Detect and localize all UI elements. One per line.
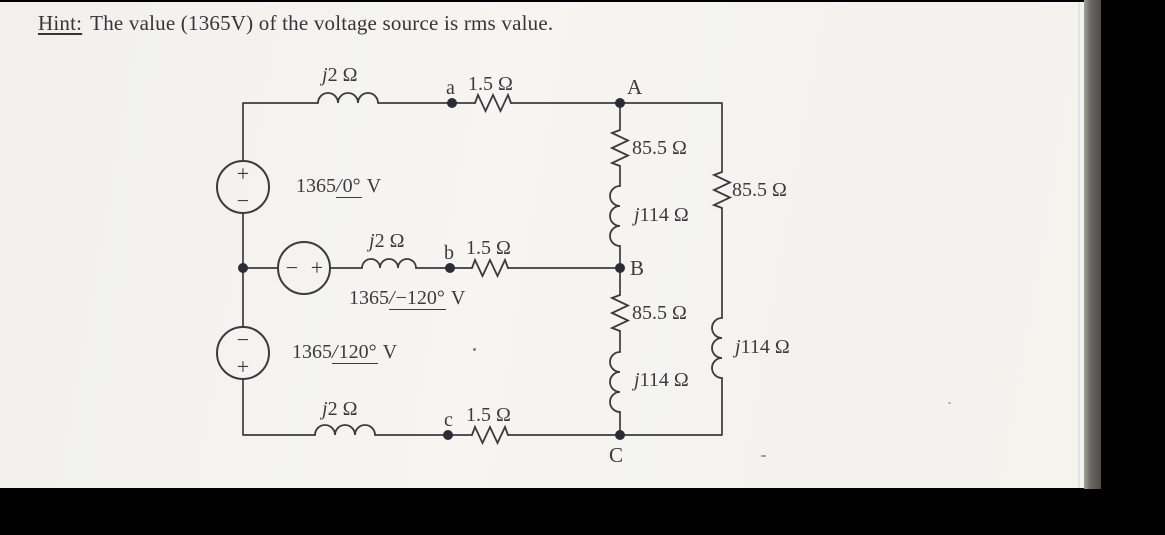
minus-sign: −: [286, 255, 298, 280]
source-a-label: 1365/0°V: [296, 175, 381, 198]
line-middle-inductor-label: j2 Ω: [369, 230, 404, 253]
source-circle-phase-b: [277, 241, 331, 295]
angle-notation: /−120°: [389, 288, 446, 310]
hint-text: Hint: The value (1365V) of the voltage so…: [38, 11, 553, 36]
load-bc-inductor-label: j114 Ω: [634, 369, 689, 392]
source-circle-phase-c: [216, 326, 270, 380]
hint-body: The value (1365V) of the voltage source …: [90, 11, 554, 35]
inductor-symbol-line-bottom: [314, 424, 376, 436]
node-a-label: a: [446, 77, 455, 99]
source-b-unit: V: [450, 287, 466, 309]
resistor-symbol-line-middle: [471, 257, 509, 279]
imaginary-prefix: j: [735, 336, 741, 358]
voltage-source-phase-b: − +: [277, 241, 331, 295]
line-bottom-inductor-value: 2 Ω: [327, 398, 358, 420]
line-top-inductor-value: 2 Ω: [327, 64, 358, 86]
node-dot-B: [615, 263, 625, 273]
plus-sign: +: [237, 161, 249, 186]
source-b-magnitude: 1365: [349, 287, 389, 309]
inductor-symbol-line-middle: [361, 258, 417, 269]
angle-slash: /: [332, 341, 338, 363]
line-top-resistor-label: 1.5 Ω: [468, 73, 513, 95]
line-top-inductor-label: j2 Ω: [322, 64, 357, 87]
source-a-magnitude: 1365: [296, 175, 336, 197]
node-dot-a: [447, 98, 457, 108]
angle-notation: /120°: [332, 342, 378, 364]
load-ab-inductor-label: j114 Ω: [634, 204, 689, 227]
node-dot-A: [615, 98, 625, 108]
line-middle-inductor-value: 2 Ω: [374, 230, 405, 252]
plus-sign: +: [237, 354, 249, 379]
minus-sign: −: [237, 188, 249, 213]
minus-sign: −: [237, 327, 249, 352]
resistor-symbol-load-ab: [609, 129, 631, 167]
load-ab-resistor-label: 85.5 Ω: [632, 137, 687, 159]
voltage-source-phase-a: + −: [216, 160, 270, 214]
line-bottom-inductor-label: j2 Ω: [322, 398, 357, 421]
load-ab-inductor-value: 114 Ω: [639, 204, 689, 226]
node-dot-c: [443, 430, 453, 440]
resistor-symbol-line-bottom: [471, 424, 509, 446]
imaginary-prefix: j: [322, 398, 328, 420]
source-a-unit: V: [366, 175, 382, 197]
node-A-label: A: [627, 75, 643, 99]
component-symbols: [314, 92, 733, 446]
paper-edge-blue-line: [1078, 2, 1080, 488]
imaginary-prefix: j: [322, 64, 328, 86]
angle-slash: /: [336, 175, 342, 197]
inductor-symbol-load-ca: [711, 317, 723, 379]
resistor-symbol-line-top: [474, 92, 512, 114]
source-b-label: 1365/−120°V: [349, 287, 465, 310]
source-c-magnitude: 1365: [292, 341, 332, 363]
imaginary-prefix: j: [634, 369, 640, 391]
angle-notation: /0°: [336, 176, 362, 198]
node-b-label: b: [444, 242, 454, 264]
scan-speck: [473, 348, 476, 351]
source-c-label: 1365/120°V: [292, 341, 397, 364]
imaginary-prefix: j: [634, 204, 640, 226]
load-ca-inductor-label: j114 Ω: [735, 336, 790, 359]
source-a-angle: 0°: [342, 175, 361, 197]
resistor-symbol-load-ca: [711, 171, 733, 209]
node-c-label: c: [444, 409, 453, 431]
node-dot-neutral: [238, 263, 248, 273]
load-bc-resistor-label: 85.5 Ω: [632, 302, 687, 324]
resistor-symbol-load-bc: [609, 294, 631, 332]
hint-label: Hint:: [38, 11, 83, 35]
load-bc-inductor-value: 114 Ω: [639, 369, 689, 391]
source-circle-phase-a: [216, 160, 270, 214]
source-c-unit: V: [382, 341, 398, 363]
node-dot-b: [445, 263, 455, 273]
node-dot-C: [615, 430, 625, 440]
inductor-symbol-load-bc: [609, 351, 621, 413]
voltage-source-phase-c: − +: [216, 326, 270, 380]
plus-sign: +: [311, 255, 323, 280]
load-ca-resistor-label: 85.5 Ω: [732, 179, 787, 201]
angle-slash: /: [389, 287, 395, 309]
load-ca-inductor-value: 114 Ω: [740, 336, 790, 358]
source-c-angle: 120°: [338, 341, 377, 363]
node-C-label: C: [609, 443, 624, 467]
line-bottom-resistor-label: 1.5 Ω: [466, 404, 511, 426]
inductor-symbol-load-ab: [609, 185, 621, 247]
imaginary-prefix: j: [369, 230, 375, 252]
scan-speck: [948, 402, 951, 404]
source-b-angle: −120°: [395, 287, 445, 309]
scan-speck: [761, 455, 766, 457]
page-edge-shadow: [1084, 0, 1101, 489]
node-B-label: B: [630, 256, 645, 280]
inductor-symbol-line-top: [317, 92, 379, 104]
node-dots: [238, 98, 625, 440]
paper-background: [0, 2, 1084, 488]
line-middle-resistor-label: 1.5 Ω: [466, 237, 511, 259]
